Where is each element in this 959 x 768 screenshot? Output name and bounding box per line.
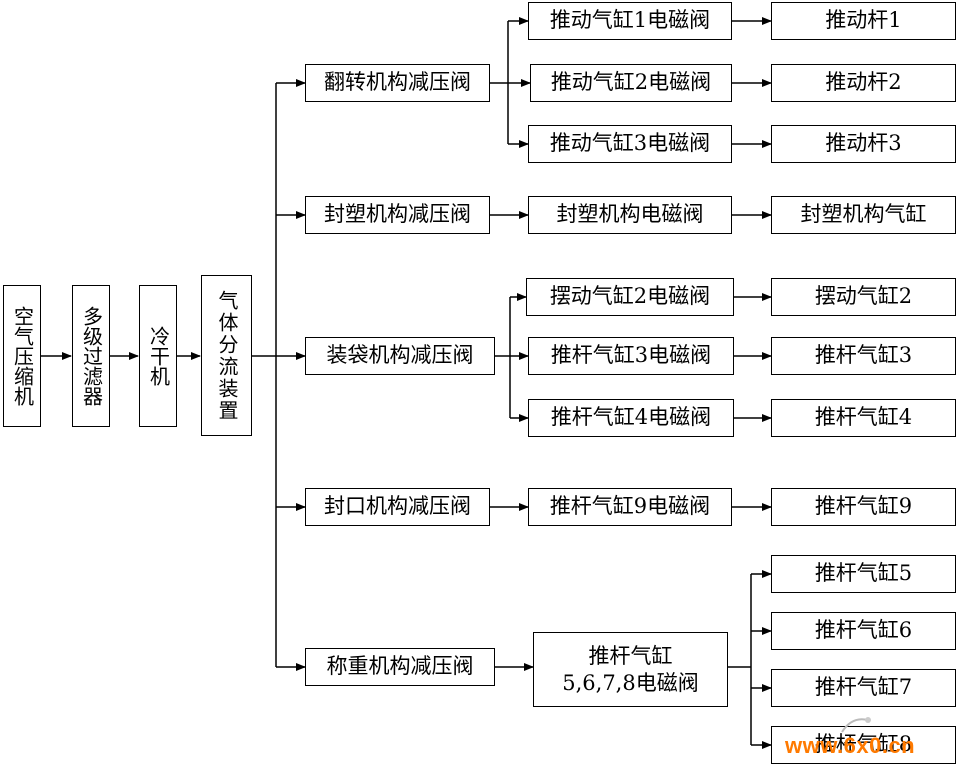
- push-cylinder-5-label: 推杆气缸5: [814, 561, 913, 586]
- seal-plastic-valve-box: 封塑机构电磁阀: [528, 196, 732, 234]
- air-compressor-label: 空气压缩机: [10, 306, 35, 406]
- push-cylinder-6-label: 推杆气缸6: [814, 618, 913, 643]
- seal-mouth-valve-label: 推杆气缸9电磁阀: [549, 494, 711, 519]
- weighing-valve-line-2: 5,6,7,8电磁阀: [562, 670, 699, 695]
- cold-dryer-label: 冷干机: [146, 326, 171, 386]
- seal-plastic-cylinder-label: 封塑机构气缸: [800, 202, 927, 227]
- push-rod-1-box: 推动杆1: [771, 2, 956, 40]
- flip-reducer-label: 翻转机构减压阀: [324, 70, 471, 95]
- flip-valve-2-label: 推动气缸2电磁阀: [550, 70, 712, 95]
- push-rod-3-box: 推动杆3: [771, 125, 956, 163]
- push-rod-2-label: 推动杆2: [825, 70, 902, 95]
- bagging-valve-3-label: 推杆气缸4电磁阀: [550, 405, 712, 430]
- gas-splitter-box: 气体分流装置: [201, 275, 252, 436]
- bagging-valve-2-box: 推杆气缸3电磁阀: [528, 337, 734, 375]
- bagging-valve-2-label: 推杆气缸3电磁阀: [550, 343, 712, 368]
- push-cylinder-9-label: 推杆气缸9: [814, 494, 913, 519]
- seal-plastic-reducer-label: 封塑机构减压阀: [324, 202, 471, 227]
- weighing-reducer-box: 称重机构减压阀: [305, 648, 495, 686]
- weighing-reducer-label: 称重机构减压阀: [326, 654, 474, 679]
- push-cylinder-6-box: 推杆气缸6: [771, 612, 956, 650]
- multistage-filter-label: 多级过滤器: [79, 306, 104, 406]
- push-cylinder-3-label: 推杆气缸3: [814, 343, 913, 368]
- bagging-reducer-box: 装袋机构减压阀: [305, 337, 495, 375]
- push-cylinder-4-label: 推杆气缸4: [814, 405, 913, 430]
- seal-mouth-valve-box: 推杆气缸9电磁阀: [528, 488, 732, 526]
- flip-valve-2-box: 推动气缸2电磁阀: [530, 64, 732, 102]
- flip-valve-1-label: 推动气缸1电磁阀: [549, 8, 711, 33]
- push-cylinder-7-box: 推杆气缸7: [771, 669, 956, 707]
- weighing-valve-line-1: 推杆气缸: [588, 644, 673, 669]
- gas-splitter-label: 气体分流装置: [215, 289, 239, 422]
- push-cylinder-9-box: 推杆气缸9: [771, 488, 956, 526]
- bagging-valve-1-box: 摆动气缸2电磁阀: [526, 278, 734, 316]
- bagging-valve-3-box: 推杆气缸4电磁阀: [528, 399, 734, 437]
- push-rod-1-label: 推动杆1: [825, 8, 902, 33]
- swing-cylinder-2-box: 摆动气缸2: [771, 278, 956, 316]
- push-rod-2-box: 推动杆2: [771, 64, 956, 102]
- watermark-text: www.6x0.cn: [785, 733, 916, 758]
- seal-plastic-reducer-box: 封塑机构减压阀: [305, 196, 490, 234]
- seal-mouth-reducer-label: 封口机构减压阀: [324, 494, 471, 519]
- cold-dryer-box: 冷干机: [139, 285, 177, 427]
- push-cylinder-7-label: 推杆气缸7: [814, 675, 913, 700]
- flip-valve-3-label: 推动气缸3电磁阀: [549, 131, 711, 156]
- multistage-filter-box: 多级过滤器: [72, 285, 110, 427]
- seal-plastic-valve-label: 封塑机构电磁阀: [556, 202, 704, 227]
- push-cylinder-8-box: 推杆气缸8: [771, 726, 956, 764]
- flip-valve-1-box: 推动气缸1电磁阀: [528, 2, 732, 40]
- swing-cylinder-2-label: 摆动气缸2: [814, 284, 913, 309]
- push-cylinder-3-box: 推杆气缸3: [771, 337, 956, 375]
- bagging-reducer-label: 装袋机构减压阀: [326, 343, 474, 368]
- watermark-logo-icon: [841, 717, 871, 733]
- seal-mouth-reducer-box: 封口机构减压阀: [305, 488, 490, 526]
- flip-valve-3-box: 推动气缸3电磁阀: [528, 125, 732, 163]
- flip-reducer-box: 翻转机构减压阀: [305, 64, 490, 102]
- push-cylinder-4-box: 推杆气缸4: [771, 399, 956, 437]
- weighing-valve-box: 推杆气缸 5,6,7,8电磁阀: [533, 632, 728, 707]
- seal-plastic-cylinder-box: 封塑机构气缸: [771, 196, 956, 234]
- push-cylinder-5-box: 推杆气缸5: [771, 555, 956, 593]
- bagging-valve-1-label: 摆动气缸2电磁阀: [549, 284, 711, 309]
- push-cylinder-8-label: 推杆气缸8: [814, 732, 913, 757]
- air-compressor-box: 空气压缩机: [3, 285, 41, 427]
- push-rod-3-label: 推动杆3: [825, 131, 902, 156]
